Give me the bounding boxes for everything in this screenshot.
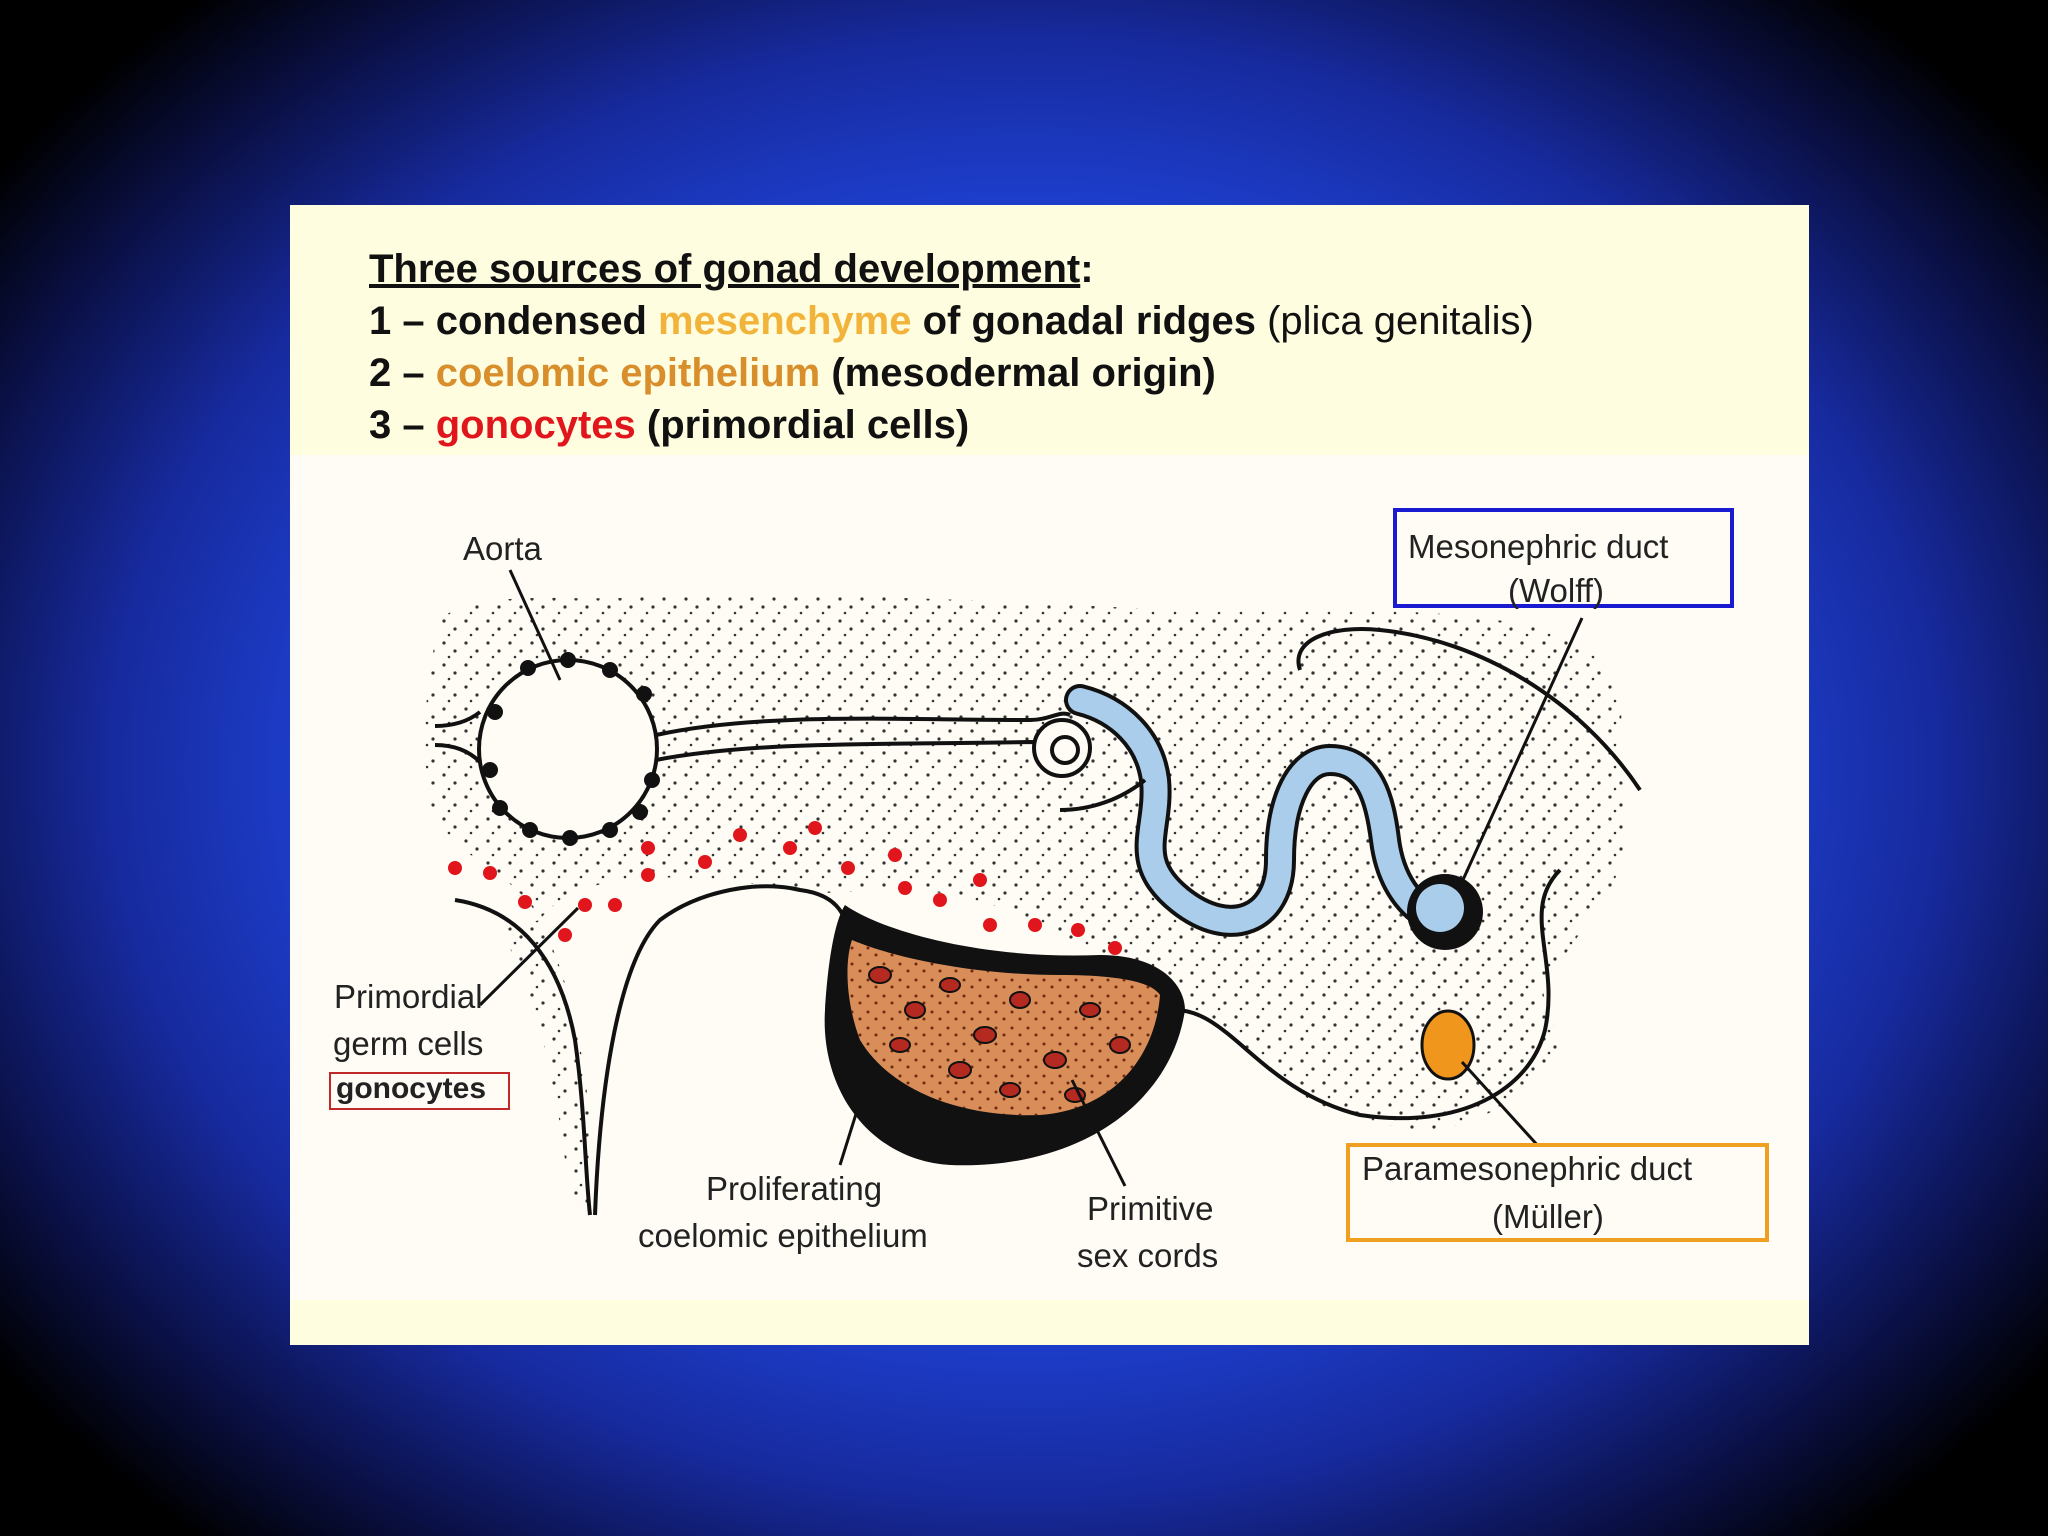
mesentery-lower-line: [434, 743, 482, 764]
proliferating-label-line1: Proliferating: [706, 1170, 882, 1207]
aorta-leader: [508, 569, 562, 681]
sex-cords-leader: [1070, 1079, 1127, 1187]
source-text: condensed: [435, 299, 658, 343]
heading-block: Three sources of gonad development: 1 – …: [369, 243, 1534, 451]
primordial-label-line1: Primordial: [334, 978, 483, 1015]
gonocytes-box: [329, 1072, 510, 1110]
mesenchyme-right-lobe: [1300, 630, 1626, 1100]
tubule-spiral: [1032, 718, 1092, 778]
mesentery-upper-line: [434, 710, 482, 728]
paramesonephric-label-line1: Paramesonephric duct: [1362, 1150, 1692, 1187]
mesonephric-leader: [1460, 617, 1584, 883]
paramesonephric-label-line2: (Müller): [1492, 1198, 1604, 1235]
proliferating-label-line2: coelomic epithelium: [638, 1217, 928, 1254]
source-term-mesenchyme: mesenchyme: [657, 299, 912, 343]
paramesonephric-leader: [1460, 1060, 1542, 1150]
heading-colon: :: [1080, 247, 1094, 291]
mesonephric-tubule-fill: [1068, 688, 1452, 933]
aorta-wall-nodules: [482, 652, 660, 846]
mesonephric-label-line1: Mesonephric duct: [1408, 528, 1668, 565]
sex-cord-cells: [868, 966, 1131, 1103]
sex-cords-texture: [847, 940, 1160, 1116]
primitive-label-line2: sex cords: [1077, 1237, 1218, 1274]
source-note: (primordial cells): [635, 403, 970, 447]
source-note: (mesodermal origin): [820, 351, 1216, 395]
source-number: 2 –: [369, 351, 436, 395]
primordial-label-line2: germ cells: [333, 1025, 483, 1062]
primitive-label-line1: Primitive: [1087, 1190, 1214, 1227]
source-number: 3 –: [369, 403, 436, 447]
body-wall-outline: [1296, 627, 1642, 792]
paramesonephric-box: [1346, 1143, 1769, 1242]
source-line-1: 1 – condensed mesenchyme of gonadal ridg…: [369, 295, 1534, 347]
source-note: (plica genitalis): [1255, 299, 1534, 343]
source-line-2: 2 – coelomic epithelium (mesodermal orig…: [369, 347, 1534, 399]
mesonephric-box: [1393, 508, 1734, 608]
tubule-outer-hook: [1059, 778, 1147, 812]
primordial-leader: [478, 906, 580, 1007]
gonocytes-label: gonocytes: [336, 1072, 486, 1105]
source-line-3: 3 – gonocytes (primordial cells): [369, 399, 1534, 451]
source-term-coelomic: coelomic epithelium: [435, 351, 821, 395]
source-term-gonocytes: gonocytes: [435, 403, 636, 447]
coelom-left-outline: [454, 898, 592, 1216]
heading-title-line: Three sources of gonad development:: [369, 243, 1534, 295]
mesonephric-label-line2: (Wolff): [1508, 572, 1604, 609]
proliferating-leader: [838, 1081, 868, 1166]
coelom-right-outline: [593, 884, 849, 1216]
primordial-germ-cells: [448, 821, 1122, 955]
heading-title: Three sources of gonad development: [369, 247, 1081, 291]
source-number: 1 –: [369, 299, 436, 343]
aorta-label: Aorta: [463, 530, 543, 567]
source-text: of gonadal ridges: [911, 299, 1256, 343]
mesenchyme-left-stalk: [500, 920, 595, 1210]
mesonephric-duct-lumen: [1416, 884, 1464, 932]
paramesonephric-duct: [1420, 1009, 1476, 1081]
mesentery-right-upper: [655, 711, 1071, 737]
urogenital-ridge-outline: [1174, 868, 1562, 1121]
